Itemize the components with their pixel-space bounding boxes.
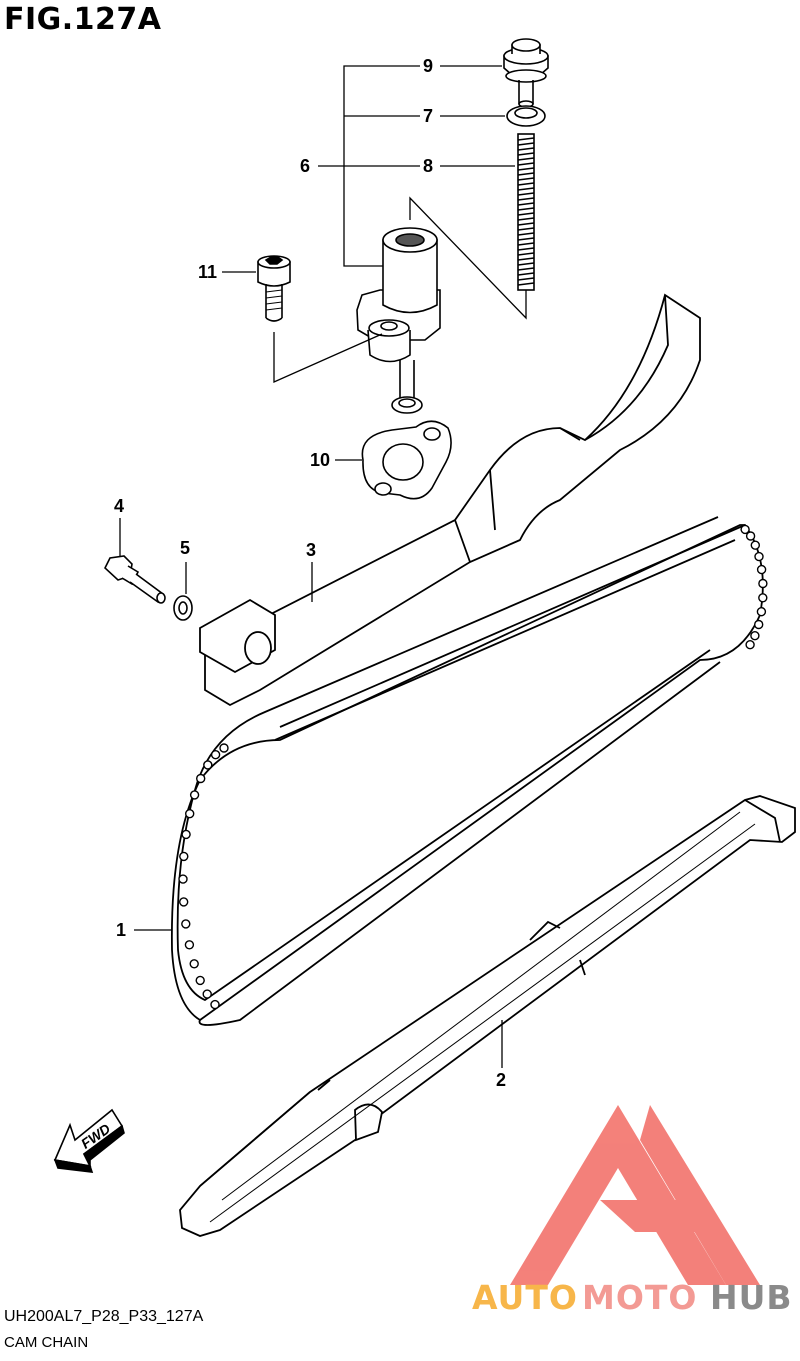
chain-link	[750, 540, 760, 550]
chain-link	[758, 578, 768, 589]
spring-coil	[517, 182, 535, 186]
part-5-washer	[173, 595, 193, 621]
part-2-chain-guide	[179, 795, 796, 1237]
chain-link	[195, 773, 206, 784]
spring-coil	[517, 237, 535, 241]
part-8-spring	[517, 133, 535, 291]
spring-coil	[517, 272, 535, 276]
chain-link	[210, 999, 220, 1010]
callout-2: 2	[496, 1070, 506, 1090]
spring-coil	[517, 257, 535, 261]
callout-5: 5	[180, 538, 190, 558]
spring-coil	[517, 282, 535, 286]
spring-coil	[517, 252, 535, 256]
figure-name: CAM CHAIN	[4, 1334, 89, 1351]
chain-link	[178, 897, 189, 907]
callout-8: 8	[423, 156, 433, 176]
part-6-tensioner-body	[356, 227, 441, 414]
chain-link	[750, 631, 760, 641]
chain-link	[758, 593, 768, 603]
chain-link	[210, 750, 221, 760]
part-1-cam-chain	[170, 516, 768, 1026]
spring-coil	[517, 262, 535, 266]
spring-coil	[517, 247, 535, 251]
spring-coil	[517, 212, 535, 216]
callout-labels: 9 7 8 6 11 10 4 5 3 1 2	[114, 56, 506, 1090]
callout-11: 11	[198, 262, 217, 282]
chain-link	[178, 874, 188, 884]
chain-link	[181, 829, 191, 840]
spring-coil	[517, 222, 535, 226]
chain-link	[203, 760, 213, 770]
spring-coil	[517, 202, 535, 206]
part-3-tensioner-arm	[199, 293, 701, 707]
chain-link	[754, 551, 764, 562]
spring-coil	[517, 197, 535, 201]
chain-link	[754, 619, 764, 630]
chain-link	[745, 640, 755, 650]
part-4-pivot-bolt	[104, 555, 166, 604]
wordmark-moto: MOTO	[582, 1278, 697, 1317]
callout-9: 9	[423, 56, 433, 76]
wordmark-hub: HUB	[710, 1278, 793, 1317]
callout-7: 7	[423, 106, 433, 126]
chain-link	[184, 809, 195, 819]
spring-coil	[517, 167, 535, 171]
spring-coil	[517, 232, 535, 236]
callout-10: 10	[310, 450, 330, 470]
automotohub-wordmark: AUTO MOTO HUB	[472, 1278, 793, 1317]
spring-coil	[517, 157, 535, 161]
callout-3: 3	[306, 540, 316, 560]
chain-link	[756, 564, 767, 575]
part-9-tensioner-bolt	[503, 38, 549, 108]
spring-coil	[517, 177, 535, 181]
spring-coil	[517, 172, 535, 176]
spring-coil	[517, 147, 535, 151]
callout-6: 6	[300, 156, 310, 176]
wordmark-auto: AUTO	[472, 1278, 578, 1317]
spring-coil	[517, 267, 535, 271]
part-11-screw	[257, 255, 291, 322]
chain-link	[756, 607, 767, 617]
chain-link	[202, 989, 212, 999]
automotohub-logo	[510, 1105, 760, 1285]
part-10-gasket	[361, 420, 452, 500]
spring-coil	[517, 137, 535, 141]
part-7-washer	[506, 105, 546, 127]
spring-coil	[517, 207, 535, 211]
spring-coil	[517, 217, 535, 221]
callout-1: 1	[116, 920, 126, 940]
figure-title: FIG.127A	[4, 2, 162, 37]
chain-link	[179, 851, 189, 862]
spring-coil	[517, 187, 535, 191]
chain-link	[189, 959, 199, 969]
spring-coil	[517, 142, 535, 146]
figure-code: UH200AL7_P28_P33_127A	[4, 1308, 204, 1325]
spring-coil	[517, 192, 535, 196]
spring-coil	[517, 152, 535, 156]
spring-coil	[517, 242, 535, 246]
chain-link	[740, 524, 750, 535]
callout-4: 4	[114, 496, 124, 516]
chain-link	[181, 919, 191, 929]
spring-coil	[517, 227, 535, 231]
spring-coil	[517, 277, 535, 281]
chain-link	[184, 940, 195, 950]
fwd-arrow-icon: FWD	[53, 1108, 125, 1173]
spring-coil	[517, 162, 535, 166]
chain-link	[195, 975, 205, 986]
leader-lines	[119, 65, 527, 1068]
chain-link	[745, 531, 756, 541]
chain-link	[219, 743, 229, 753]
chain-link	[189, 790, 200, 800]
